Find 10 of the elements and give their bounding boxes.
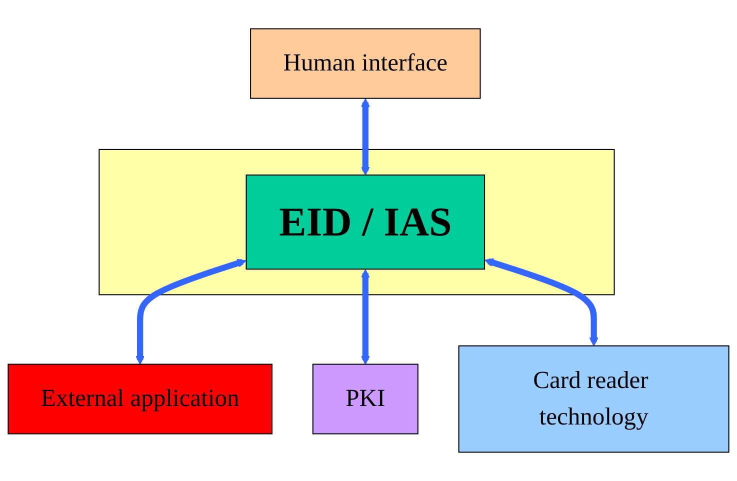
arrow <box>484 258 598 346</box>
node-box: EID / IAS <box>246 174 486 270</box>
arrow <box>360 269 370 365</box>
cluster <box>98 148 615 296</box>
node-box: Card reader technology <box>458 345 730 453</box>
arrow <box>360 98 370 176</box>
arrow <box>136 258 246 365</box>
node-box: Human interface <box>250 28 481 99</box>
node-box: PKI <box>312 364 418 434</box>
node-box: External application <box>8 364 272 434</box>
